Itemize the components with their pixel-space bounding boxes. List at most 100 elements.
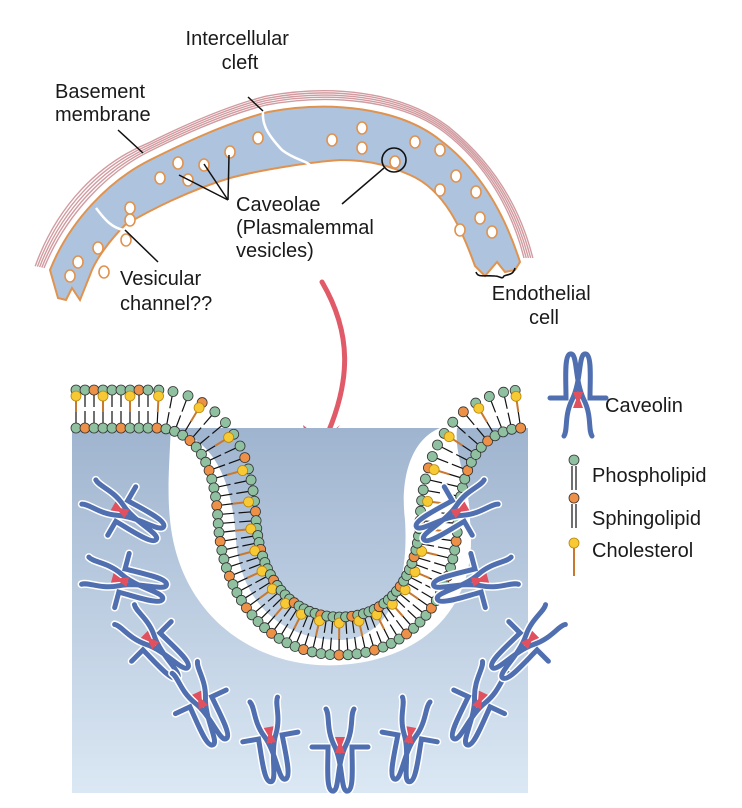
lipid-tail [434, 562, 446, 567]
vesicle [486, 225, 498, 239]
cholesterol-head [416, 546, 428, 557]
sphingolipid-head [239, 452, 251, 464]
phospholipid-head [220, 417, 231, 429]
phospholipid-head [177, 429, 189, 441]
phospholipid-head [393, 633, 405, 645]
lipid-tail [233, 569, 246, 575]
phospholipid-head [234, 440, 246, 452]
lipid-tail [329, 637, 332, 650]
phospholipid-head [210, 491, 221, 503]
vesicle [454, 223, 466, 237]
lipid-tail [169, 396, 173, 409]
lipid-tail [255, 576, 267, 584]
phospholipid-head [133, 422, 145, 434]
caveolin-strand [379, 694, 440, 785]
sphingolipid-head [115, 422, 127, 434]
lipid-tail [255, 603, 266, 613]
lipid-tail [239, 520, 252, 523]
lipid-tail [228, 458, 241, 464]
lipid-tail [321, 636, 325, 649]
lipid-tail [224, 447, 236, 454]
caveolin-core [472, 690, 488, 710]
legend-cholesterol-label: Cholesterol [592, 540, 693, 562]
label-vesicular-channel: Vesicular channel?? [120, 268, 212, 315]
caveolin-core [573, 392, 583, 408]
phospholipid-head [483, 391, 495, 402]
sphingolipid-head [450, 535, 462, 547]
caveolin-strand [547, 351, 609, 439]
lipid-tail [222, 512, 235, 515]
lipid-tail [156, 410, 159, 424]
sphingolipid-head [401, 628, 412, 640]
lipid-tail [175, 415, 182, 427]
basement-membrane-line [41, 96, 527, 268]
phospholipid-head [420, 473, 431, 485]
caveolin-core [335, 737, 345, 753]
sphingolipid-head [79, 422, 91, 434]
lipid-tail [386, 607, 395, 618]
vesicle [172, 156, 184, 170]
phospholipid-head [79, 384, 91, 396]
caveolin-molecule [546, 350, 610, 440]
label-endothelial-cell: Endothelial cell [492, 283, 597, 329]
lipid-tail [288, 627, 296, 639]
lipid-tail [226, 546, 239, 550]
lipid-tail [223, 521, 236, 524]
phospholipid-head [259, 622, 270, 634]
caveolin-molecule [110, 600, 193, 683]
lipid-tail [221, 503, 234, 506]
cholesterol-head [153, 390, 164, 402]
phospholipid-head [236, 594, 247, 606]
lipid-tail [351, 621, 355, 634]
legend-phospholipid: Phospholipid [568, 454, 707, 490]
caveolin-strand [430, 550, 521, 611]
caveolin-strand [413, 477, 501, 544]
vesicle [64, 269, 76, 283]
legend-phospholipid-label: Phospholipid [592, 465, 707, 487]
lipid-tail [199, 435, 210, 445]
lipid-tail [258, 582, 270, 590]
vesicle [154, 171, 166, 185]
vesicle [434, 143, 446, 157]
caveolin-strand [112, 602, 191, 681]
basement-membrane [34, 90, 534, 269]
cholesterol-head [237, 465, 249, 476]
lipid-tail [216, 473, 229, 479]
phospholipid-head [182, 390, 194, 402]
phospholipid-head [408, 622, 419, 634]
caveolin-strand [79, 550, 170, 611]
lipid-tail [331, 621, 334, 634]
lipid-tail [376, 631, 382, 643]
sphingolipid-head [457, 406, 469, 418]
sphingolipid-head [211, 500, 223, 512]
caveolin-molecule [412, 475, 503, 545]
cholesterol-head [97, 390, 109, 402]
cholesterol-head [223, 432, 235, 443]
lipid-tail [507, 412, 512, 425]
vesicle [124, 201, 136, 215]
vesicle [92, 241, 104, 255]
sphingolipid-head [133, 384, 145, 396]
caveolin-core [263, 726, 277, 744]
cholesterol-head [243, 496, 254, 508]
caveolin-strand [489, 602, 568, 681]
lipid-tail [223, 530, 236, 533]
lipid-tail [417, 597, 428, 606]
phospholipid-head [245, 474, 257, 486]
lipid-tail [407, 609, 417, 620]
lipid-tail [250, 597, 261, 606]
sphingolipid-head [241, 602, 252, 614]
lipid-tail [370, 616, 376, 628]
lipid-tail [364, 618, 369, 631]
lipid-tail [203, 415, 213, 426]
lipid-tail [345, 621, 348, 634]
phospholipid-head [306, 646, 318, 658]
label-caveolae: Caveolae (Plasmalemmal vesicles) [236, 194, 379, 262]
caveolin-molecule [168, 657, 232, 750]
lipid-tail [302, 615, 309, 628]
caveolin-core [110, 501, 130, 519]
sphingolipid-head [214, 536, 226, 547]
lipid-tail [211, 425, 222, 434]
caveolin-molecule [308, 705, 372, 795]
lipid-tail [213, 464, 226, 470]
